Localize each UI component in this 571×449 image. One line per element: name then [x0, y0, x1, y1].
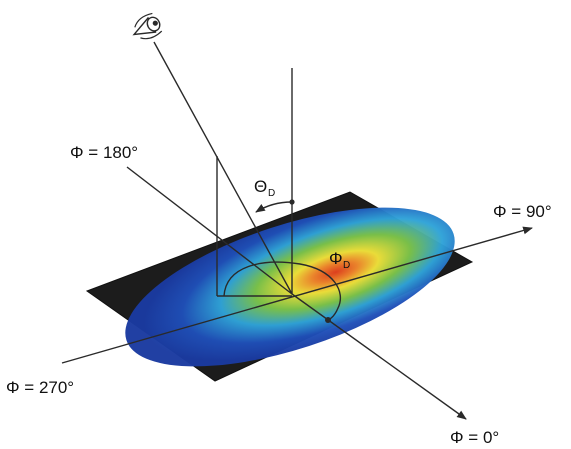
label-phi-270: Φ = 270°	[6, 378, 74, 397]
label-theta-d: Θ D	[254, 177, 275, 199]
label-phi-0: Φ = 0°	[450, 428, 499, 447]
svg-text:D: D	[343, 260, 350, 271]
svg-text:Θ: Θ	[254, 177, 267, 196]
axis-phi-180-270-line	[126, 166, 293, 295]
eye-icon	[132, 12, 163, 40]
svg-text:D: D	[268, 188, 275, 199]
viewing-direction-line	[153, 41, 293, 295]
axis-270-90-line	[61, 226, 533, 364]
phi-d-arc	[223, 261, 342, 321]
axis-0-degree-line	[291, 293, 467, 420]
theta-d-arc	[255, 201, 293, 213]
label-phi-90: Φ = 90°	[493, 202, 552, 221]
svg-text:Φ: Φ	[329, 249, 343, 268]
luminance-distribution	[125, 207, 455, 367]
label-phi-d: Φ D	[329, 249, 350, 271]
label-phi-180: Φ = 180°	[70, 143, 138, 162]
theta-d-arc-end-dot	[289, 199, 295, 205]
